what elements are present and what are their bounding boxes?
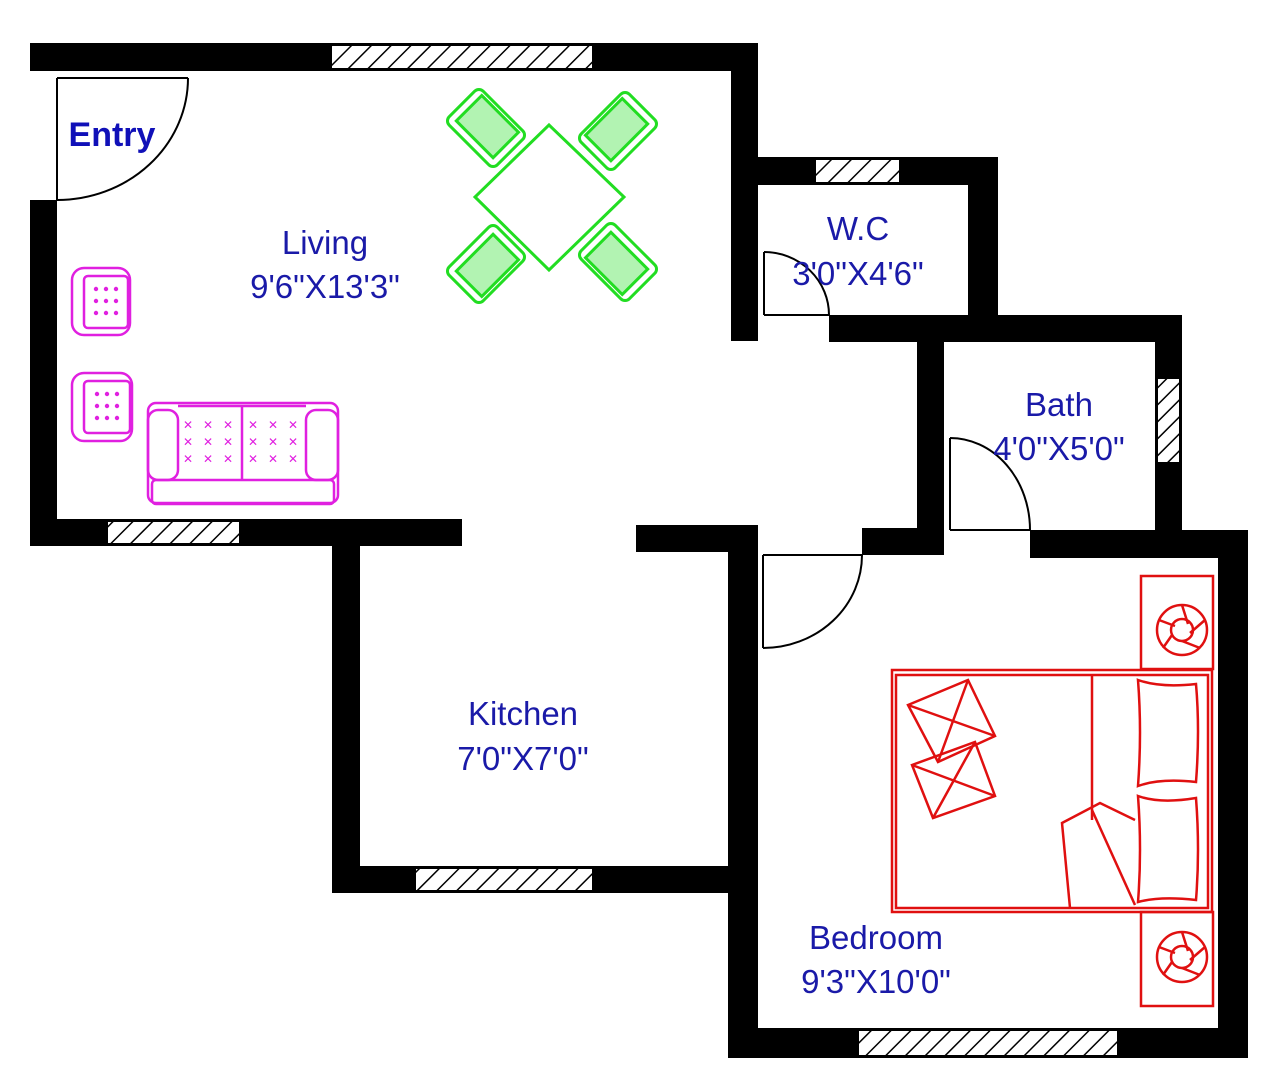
- nightstand: [1139, 910, 1215, 1008]
- wall-kitchen-top-right: [636, 525, 758, 552]
- svg-text:✕: ✕: [288, 452, 298, 466]
- doors: [56, 77, 1031, 649]
- bedroom-name: Bedroom: [809, 919, 943, 956]
- svg-text:✕: ✕: [223, 435, 233, 449]
- pillow: [1136, 794, 1200, 904]
- svg-text:✕: ✕: [248, 435, 258, 449]
- svg-text:✕: ✕: [248, 452, 258, 466]
- bedroom-door[interactable]: [762, 554, 863, 649]
- dining-chair: [445, 223, 527, 305]
- window-wc-top: [814, 158, 901, 184]
- labels: Entry Living 9'6"X13'3" W.C 3'0"X4'6" Ba…: [69, 116, 1125, 1000]
- armchair: [70, 266, 132, 337]
- living-size: 9'6"X13'3": [250, 268, 400, 305]
- wall-bedroom-left: [728, 525, 758, 1058]
- svg-text:✕: ✕: [288, 418, 298, 432]
- wc-name: W.C: [827, 210, 889, 247]
- bedroom-size: 9'3"X10'0": [801, 963, 951, 1000]
- bath-door[interactable]: [949, 437, 1031, 531]
- svg-text:✕: ✕: [268, 452, 278, 466]
- wc-size: 3'0"X4'6": [792, 255, 923, 292]
- wall-living-bottom: [30, 519, 462, 546]
- svg-text:✕: ✕: [248, 418, 258, 432]
- entry-label: Entry: [69, 116, 156, 154]
- svg-text:✕: ✕: [183, 435, 193, 449]
- wall-bath-left: [917, 315, 944, 555]
- armchair: [70, 371, 134, 443]
- dining-chair: [577, 90, 659, 172]
- wall-bedroom-right: [1218, 530, 1248, 1058]
- wall-wc-bottom: [829, 315, 1182, 342]
- wall-living-left: [30, 200, 57, 546]
- svg-text:✕: ✕: [288, 435, 298, 449]
- svg-text:✕: ✕: [223, 452, 233, 466]
- svg-text:✕: ✕: [183, 452, 193, 466]
- entry-door[interactable]: [56, 77, 189, 201]
- svg-text:✕: ✕: [203, 418, 213, 432]
- bath-name: Bath: [1025, 386, 1093, 423]
- wall-wc-right: [968, 157, 998, 342]
- svg-text:✕: ✕: [203, 435, 213, 449]
- windows: [106, 44, 1181, 1057]
- window-living-bottom: [106, 520, 241, 545]
- sofa: ✕ ✕ ✕ ✕ ✕ ✕ ✕ ✕ ✕ ✕ ✕ ✕ ✕ ✕ ✕ ✕ ✕ ✕: [146, 401, 340, 506]
- svg-text:✕: ✕: [183, 418, 193, 432]
- living-name: Living: [282, 224, 368, 261]
- bed-frame: [890, 668, 1214, 914]
- sofa-set: ✕ ✕ ✕ ✕ ✕ ✕ ✕ ✕ ✕ ✕ ✕ ✕ ✕ ✕ ✕ ✕ ✕ ✕: [70, 266, 340, 506]
- dining-table: [472, 122, 627, 273]
- wall-kitchen-left: [332, 519, 360, 893]
- window-bath-right: [1156, 377, 1181, 464]
- wall-bath-bottom: [1030, 530, 1248, 558]
- wall-bedroom-top: [862, 528, 944, 555]
- kitchen-name: Kitchen: [468, 695, 578, 732]
- window-kitchen-bottom: [414, 867, 594, 892]
- walls: [30, 43, 1248, 1058]
- bed-set: [890, 574, 1215, 1008]
- svg-text:✕: ✕: [203, 452, 213, 466]
- bath-size: 4'0"X5'0": [993, 430, 1124, 467]
- wall-living-right: [731, 43, 758, 341]
- svg-text:✕: ✕: [223, 418, 233, 432]
- dining-chair: [445, 87, 527, 169]
- kitchen-size: 7'0"X7'0": [457, 740, 588, 777]
- pillow: [1136, 678, 1200, 788]
- nightstand: [1139, 574, 1215, 671]
- dining-chair: [577, 221, 659, 303]
- wc-door[interactable]: [763, 251, 830, 316]
- window-bedroom-bottom: [857, 1029, 1119, 1057]
- dining-set: [445, 87, 659, 305]
- svg-text:✕: ✕: [268, 435, 278, 449]
- svg-text:✕: ✕: [268, 418, 278, 432]
- window-living-top: [330, 44, 594, 70]
